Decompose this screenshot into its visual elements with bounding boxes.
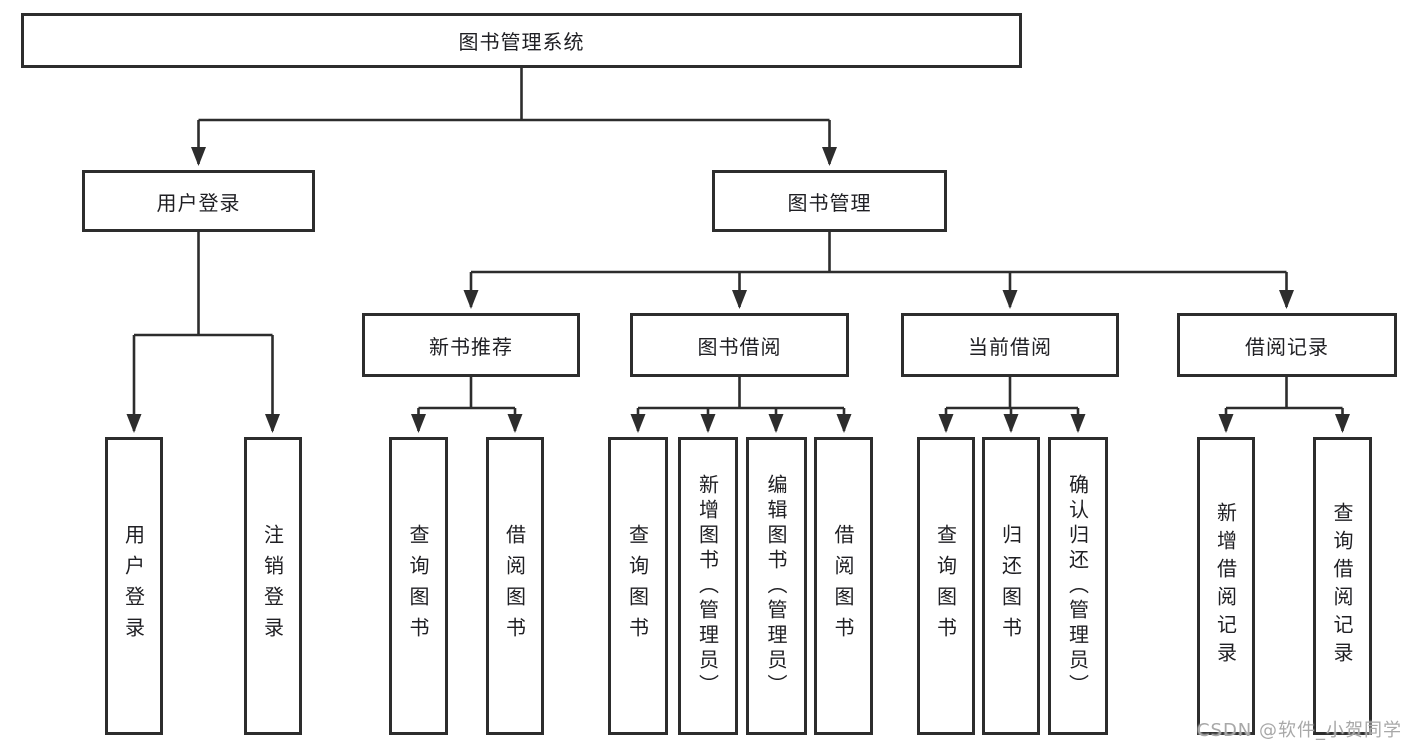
node-label: 确认归还（管理员）: [1065, 473, 1090, 699]
diagram-node-user-login-leaf: 用户登录: [105, 437, 163, 735]
diagram-node-book-borrow: 图书借阅: [630, 313, 849, 377]
node-label: 当前借阅: [968, 334, 1052, 359]
diagram-node-borrow-records: 借阅记录: [1177, 313, 1397, 377]
diagram-node-borrow-book: 借阅图书: [814, 437, 873, 735]
node-label: 编辑图书（管理员）: [764, 473, 788, 699]
node-label: 图书管理: [787, 190, 872, 215]
diagram-node-query-books-recommend: 查询图书: [389, 437, 448, 735]
diagram-node-add-book-admin: 新增图书（管理员）: [678, 437, 738, 735]
node-label: 用户登录: [156, 190, 241, 215]
diagram-node-edit-book-admin: 编辑图书（管理员）: [746, 437, 807, 735]
diagram-node-return-book: 归还图书: [982, 437, 1040, 735]
diagram-node-query-books-borrow: 查询图书: [608, 437, 668, 735]
diagram-node-query-borrow-record: 查询借阅记录: [1313, 437, 1372, 735]
diagram-node-book-management: 图书管理: [712, 170, 947, 232]
diagram-node-add-borrow-record: 新增借阅记录: [1197, 437, 1255, 735]
diagram-node-borrow-books-recommend: 借阅图书: [486, 437, 544, 735]
node-label: 新增借阅记录: [1213, 502, 1238, 670]
diagram-node-query-books-current: 查询图书: [917, 437, 975, 735]
node-label: 图书借阅: [697, 334, 782, 359]
node-label: 借阅图书: [831, 524, 855, 648]
node-label: 查询图书: [625, 524, 650, 648]
diagram-node-root: 图书管理系统: [21, 13, 1022, 68]
diagram-node-logout: 注销登录: [244, 437, 302, 735]
node-label: 图书管理系统: [458, 30, 585, 54]
diagram-node-new-book-recommend: 新书推荐: [362, 313, 580, 377]
node-label: 借阅记录: [1245, 334, 1329, 359]
diagram-node-confirm-return-admin: 确认归还（管理员）: [1048, 437, 1108, 735]
node-label: 新书推荐: [429, 334, 513, 359]
node-label: 借阅图书: [502, 524, 527, 648]
csdn-watermark: CSDN @软件_小贺同学: [1196, 720, 1402, 741]
node-label: 用户登录: [121, 524, 146, 648]
diagram-node-user-login: 用户登录: [82, 170, 315, 232]
node-label: 查询图书: [406, 524, 430, 648]
node-label: 查询图书: [933, 524, 958, 648]
node-label: 注销登录: [260, 524, 285, 648]
node-label: 新增图书（管理员）: [695, 473, 720, 699]
diagram-node-current-borrow: 当前借阅: [901, 313, 1119, 377]
node-label: 归还图书: [998, 524, 1023, 648]
node-label: 查询借阅记录: [1330, 502, 1354, 670]
